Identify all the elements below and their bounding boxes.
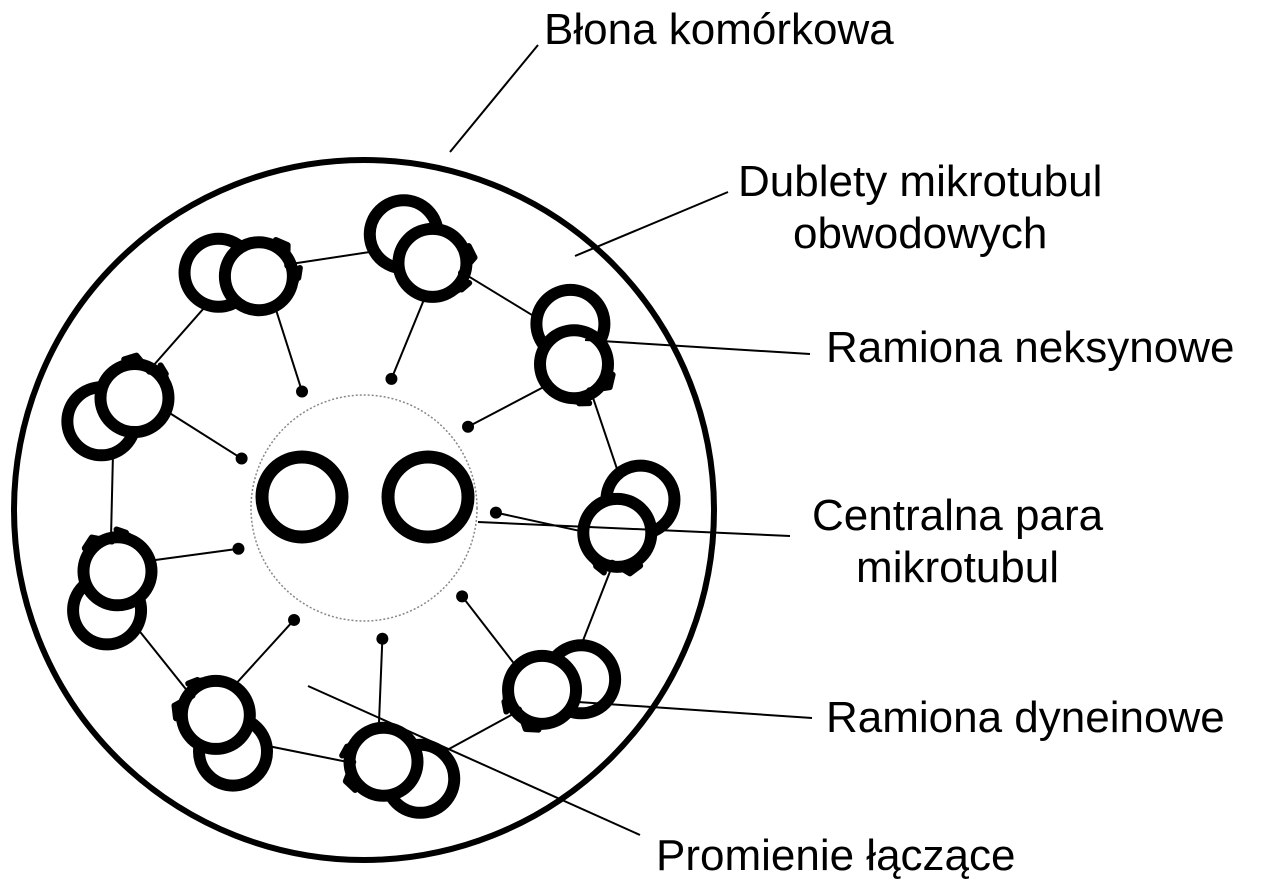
label-central-pair-line2: mikrotubul [812, 542, 1103, 594]
doublet-3-tubule-b [583, 499, 651, 567]
spoke-head-4 [456, 590, 468, 602]
radial-spoke-1 [391, 296, 425, 379]
leader-line-doublets [575, 192, 728, 256]
doublet-1 [370, 200, 475, 297]
radial-spoke-4 [462, 596, 517, 667]
doublet-2 [536, 290, 612, 403]
dynein-arm-inner-6 [188, 680, 202, 684]
radial-spoke-7 [150, 549, 239, 561]
radial-spoke-8 [166, 411, 242, 459]
doublet-7-tubule-b [83, 537, 151, 605]
doublet-7 [73, 530, 151, 645]
doublet-5 [342, 728, 454, 813]
label-peripheral-doublets-line2: obwodowych [738, 208, 1102, 260]
label-radial-spokes: Promienie łączące [656, 830, 1016, 882]
label-peripheral-doublets: Dublety mikrotubul obwodowych [738, 156, 1102, 260]
dynein-arm-inner-4 [504, 697, 506, 711]
central-microtubule-left [262, 457, 342, 537]
spoke-head-8 [236, 453, 248, 465]
radial-spoke-6 [234, 620, 294, 686]
label-central-pair-line1: Centralna para [812, 490, 1103, 542]
doublet-6-tubule-b [182, 681, 250, 749]
doublet-3 [583, 466, 674, 574]
radial-spoke-3 [496, 513, 583, 532]
doublet-8-tubule-b [100, 364, 168, 432]
radial-spoke-9 [275, 306, 302, 391]
dynein-arm-inner-9 [296, 268, 300, 282]
spoke-head-5 [376, 633, 388, 645]
label-peripheral-doublets-line1: Dublety mikrotubul [738, 156, 1102, 208]
label-central-pair: Centralna para mikrotubul [812, 490, 1103, 594]
radial-spoke-5 [379, 639, 383, 728]
spoke-head-6 [288, 614, 300, 626]
doublet-8 [67, 356, 168, 456]
label-cell-membrane: Błona komórkowa [544, 4, 894, 56]
leader-line-dynein [578, 702, 812, 718]
spoke-head-1 [385, 373, 397, 385]
doublet-5-tubule-b [350, 728, 418, 796]
doublet-9-tubule-b [225, 242, 293, 310]
leader-line-nexin [585, 340, 810, 354]
doublets-group [67, 200, 674, 813]
doublet-1-tubule-b [398, 229, 466, 297]
spoke-head-7 [232, 543, 244, 555]
label-nexin-arms: Ramiona neksynowe [826, 322, 1234, 374]
doublet-9 [185, 239, 300, 310]
leader-line-membrane [450, 45, 538, 152]
radial-spoke-2 [468, 385, 547, 427]
spoke-head-9 [296, 385, 308, 397]
dynein-arm-inner-2 [575, 401, 589, 403]
doublet-4 [504, 645, 615, 729]
central-microtubule-right [388, 457, 468, 537]
label-dynein-arms: Ramiona dyneinowe [826, 692, 1225, 744]
spoke-head-2 [462, 421, 474, 433]
spoke-head-3 [490, 507, 502, 519]
doublet-6 [174, 680, 267, 786]
